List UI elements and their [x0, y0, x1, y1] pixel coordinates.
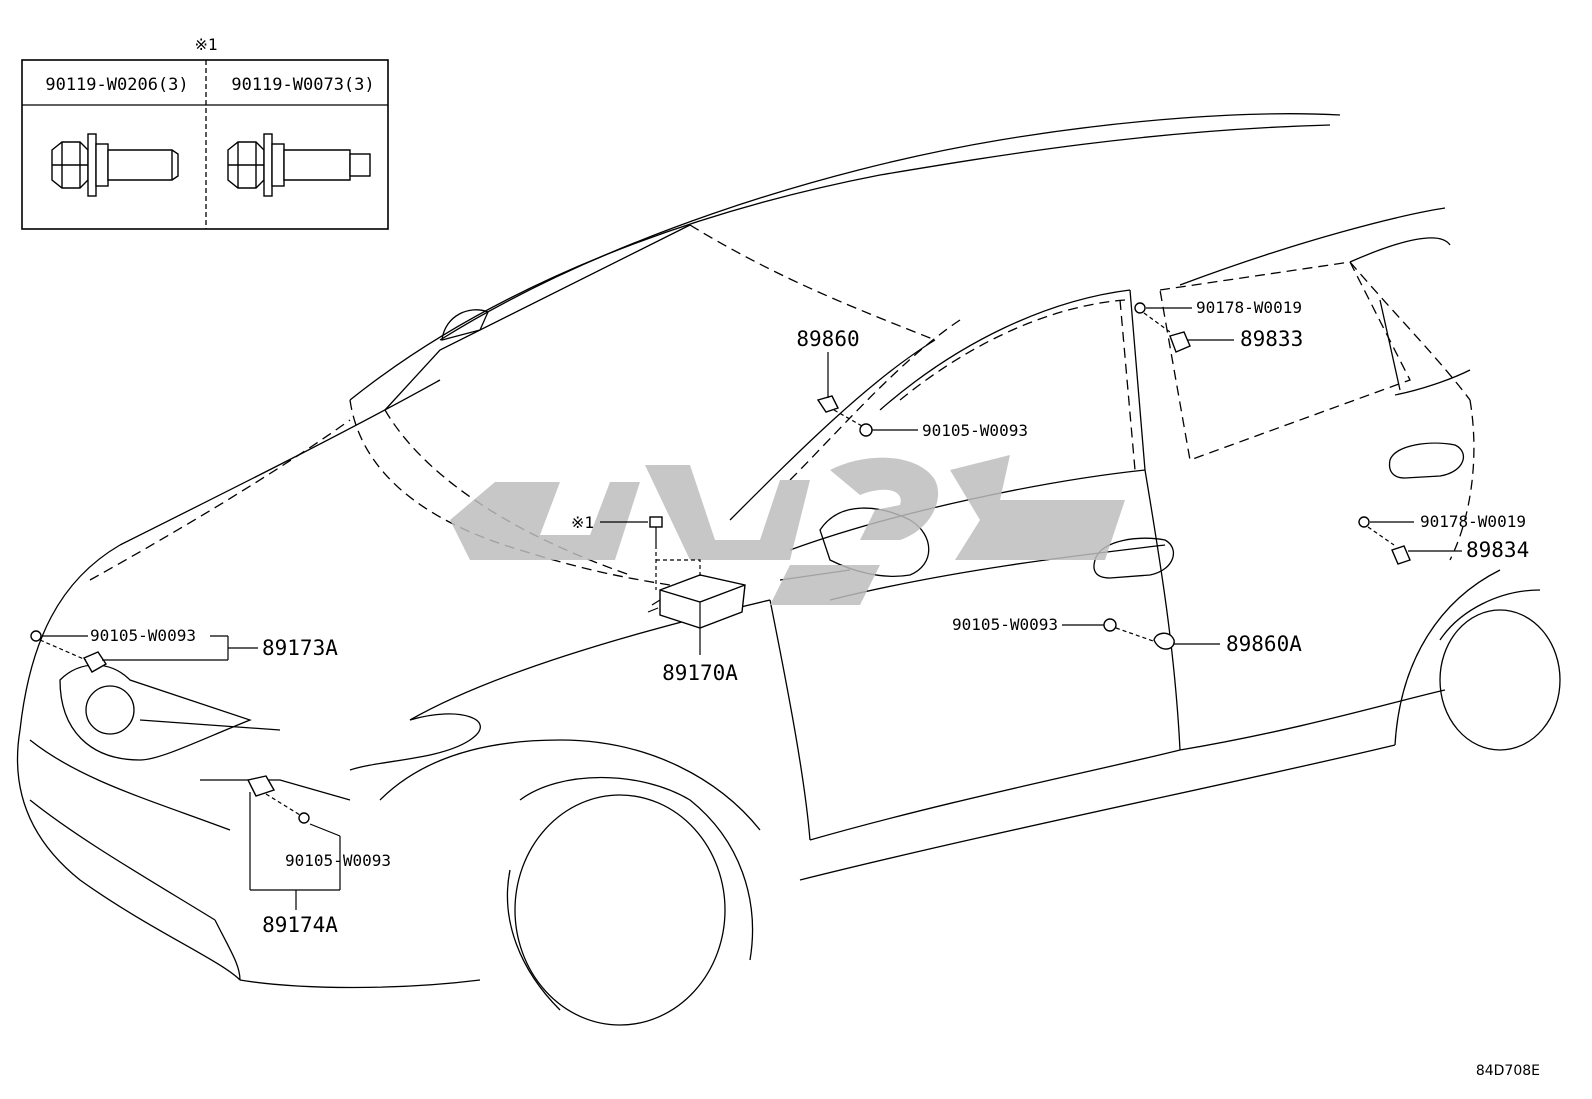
- fastener-inset-table: ※1 90119-W0206(3) 90119-W0073(3): [21, 35, 389, 230]
- callout-89860a: 89860A: [1226, 632, 1302, 656]
- callout-89834: 89834: [1466, 538, 1529, 562]
- front-sensor-89174a-icon: [246, 775, 341, 910]
- callout-89174a: 89174A: [262, 913, 338, 937]
- flange-bolt-1-icon: [51, 133, 179, 197]
- module-bolt-icon: [600, 516, 663, 545]
- callout-90105-w0093-b: 90105-W0093: [90, 626, 196, 645]
- bolt-90105-a-icon: [859, 423, 918, 437]
- door-sensor-89860a-icon: [1153, 632, 1220, 650]
- inset-part-no-2: 90119-W0073(3): [231, 75, 374, 95]
- callout-note-1: ※1: [571, 513, 594, 532]
- callout-89833: 89833: [1240, 327, 1303, 351]
- callout-90178-w0019-a: 90178-W0019: [1196, 298, 1302, 317]
- callout-90105-w0093-a: 90105-W0093: [922, 421, 1028, 440]
- flange-bolt-2-icon: [227, 133, 371, 197]
- clip-90178-b-icon: [1358, 516, 1414, 546]
- callout-89173a: 89173A: [262, 636, 338, 660]
- airbag-module-89170a-icon: [647, 545, 746, 655]
- clip-90178-a-icon: [1134, 302, 1192, 333]
- sensor-89833-icon: [1169, 331, 1234, 353]
- callout-90105-w0093-d: 90105-W0093: [285, 851, 391, 870]
- callout-90105-w0093-c: 90105-W0093: [952, 615, 1058, 634]
- inset-note-mark: ※1: [194, 35, 217, 54]
- bolt-90105-c-icon: [1062, 618, 1157, 643]
- sensor-89834-icon: [1391, 545, 1462, 565]
- callout-90178-w0019-b: 90178-W0019: [1420, 512, 1526, 531]
- figure-code: 84D708E: [1476, 1063, 1540, 1079]
- side-sensor-89860-icon: [816, 352, 863, 427]
- callout-89860: 89860: [796, 327, 859, 351]
- front-sensor-89173a-icon: [30, 630, 258, 673]
- watermark-logo: [450, 455, 1125, 605]
- inset-part-no-1: 90119-W0206(3): [45, 75, 188, 95]
- callout-89170a: 89170A: [662, 661, 738, 685]
